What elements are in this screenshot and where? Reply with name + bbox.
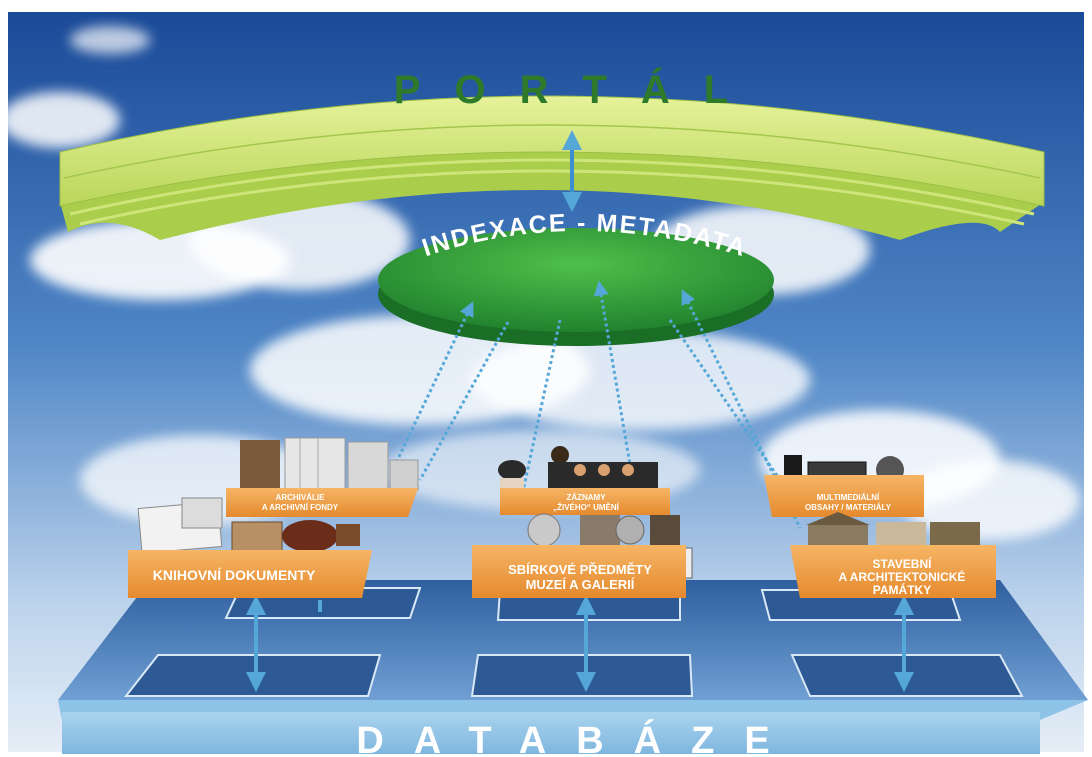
multimedialni-line2: OBSAHY / MATERIÁLY (805, 503, 892, 512)
indexace-disc (378, 228, 774, 346)
stavebni-line3: PAMÁTKY (873, 582, 931, 597)
left-group: ARCHIVÁLIE A ARCHIVNÍ FONDY KNIHOVNÍ DOK… (128, 437, 419, 598)
portal-arc (59, 95, 1045, 240)
center-group: ZÁZNAMY „ŽIVÉHO“ UMĚNÍ SBÍRKOVÉ PŘEDMĚTY… (472, 446, 693, 598)
knihovni-line1: KNIHOVNÍ DOKUMENTY (153, 567, 316, 583)
metadata-arrows (393, 280, 802, 529)
archive-shelves-image (240, 437, 419, 491)
zaznamy-box (500, 488, 670, 515)
stavebni-line1: STAVEBNÍ (873, 556, 933, 571)
stavebni-line2: A ARCHITEKTONICKÉ (839, 569, 966, 584)
multimedialni-box (764, 475, 924, 517)
sbirkove-line2: MUZEÍ A GALERIÍ (526, 577, 635, 592)
archivalie-line2: A ARCHIVNÍ FONDY (262, 503, 339, 512)
right-group: MULTIMEDIÁLNÍ OBSAHY / MATERIÁLY STAVEBN… (764, 455, 996, 598)
sbirkove-line1: SBÍRKOVÉ PŘEDMĚTY (508, 562, 652, 577)
archivalie-box (226, 488, 418, 517)
db-arrows (246, 595, 914, 692)
library-documents-image (137, 497, 360, 554)
portal-title: PORTÁL (394, 67, 762, 112)
live-art-image (498, 446, 658, 504)
database-title: DATABÁZE (356, 718, 799, 757)
multimedialni-line1: MULTIMEDIÁLNÍ (817, 493, 880, 502)
zaznamy-line1: ZÁZNAMY (566, 493, 606, 502)
clouds (0, 26, 1080, 540)
knihovni-box (128, 550, 372, 598)
stavebni-box (790, 545, 996, 598)
zaznamy-line2: „ŽIVÉHO“ UMĚNÍ (553, 503, 620, 512)
sbirkove-box (472, 545, 686, 598)
archivalie-line1: ARCHIVÁLIE (276, 493, 326, 502)
